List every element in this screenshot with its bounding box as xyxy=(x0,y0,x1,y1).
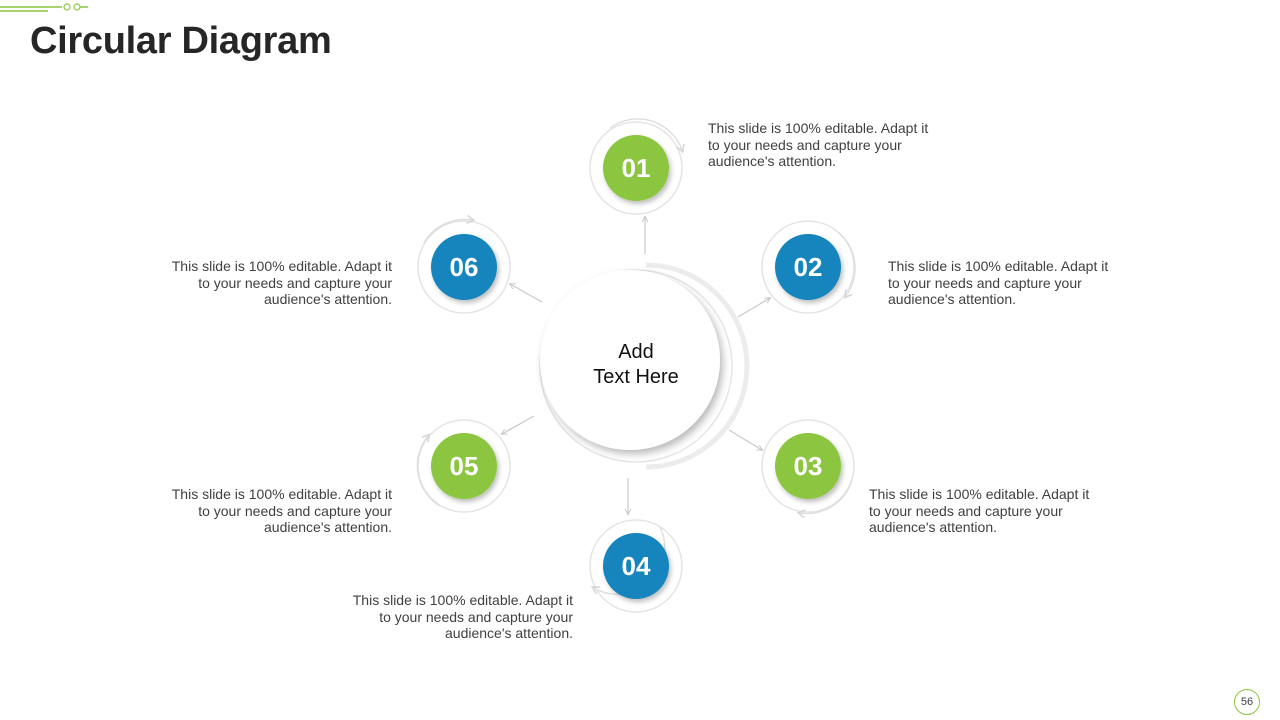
page-title: Circular Diagram xyxy=(30,20,332,62)
node-01: 01 xyxy=(589,118,685,215)
node-04-circle xyxy=(603,533,669,599)
connector-arrow xyxy=(728,429,762,450)
node-02-circle xyxy=(775,234,841,300)
node-02: 02 xyxy=(761,220,856,314)
node-06-circle xyxy=(431,234,497,300)
node-03-circle xyxy=(775,433,841,499)
node-04: 04 xyxy=(589,519,683,613)
node-02-label: 02 xyxy=(794,252,823,282)
node-03-description: This slide is 100% editable. Adapt it to… xyxy=(869,486,1090,535)
center-circle xyxy=(539,262,750,470)
node-06: 06 xyxy=(417,214,511,314)
connector-arrow xyxy=(502,415,535,434)
node-06-description: This slide is 100% editable. Adapt it to… xyxy=(171,258,392,307)
node-05-description: This slide is 100% editable. Adapt it to… xyxy=(171,486,392,535)
center-text-line2: Text Here xyxy=(593,366,679,388)
node-05-circle xyxy=(431,433,497,499)
center-text-line1: Add xyxy=(618,341,654,363)
node-01-description: This slide is 100% editable. Adapt it to… xyxy=(708,120,929,169)
page-number: 56 xyxy=(1234,689,1260,715)
node-02-description: This slide is 100% editable. Adapt it to… xyxy=(888,258,1109,307)
node-04-description: This slide is 100% editable. Adapt it to… xyxy=(352,592,573,641)
node-06-label: 06 xyxy=(450,252,479,282)
center-text: Add Text Here xyxy=(560,340,712,390)
node-04-label: 04 xyxy=(622,551,651,581)
node-03-label: 03 xyxy=(794,451,823,481)
header-decoration xyxy=(0,3,88,12)
node-03: 03 xyxy=(761,419,855,519)
connector-arrows xyxy=(502,217,770,514)
connector-arrow xyxy=(510,284,543,303)
connector-arrow xyxy=(737,298,770,318)
node-05: 05 xyxy=(416,419,511,513)
node-01-label: 01 xyxy=(622,153,651,183)
node-05-label: 05 xyxy=(450,451,479,481)
node-01-circle xyxy=(603,135,669,201)
